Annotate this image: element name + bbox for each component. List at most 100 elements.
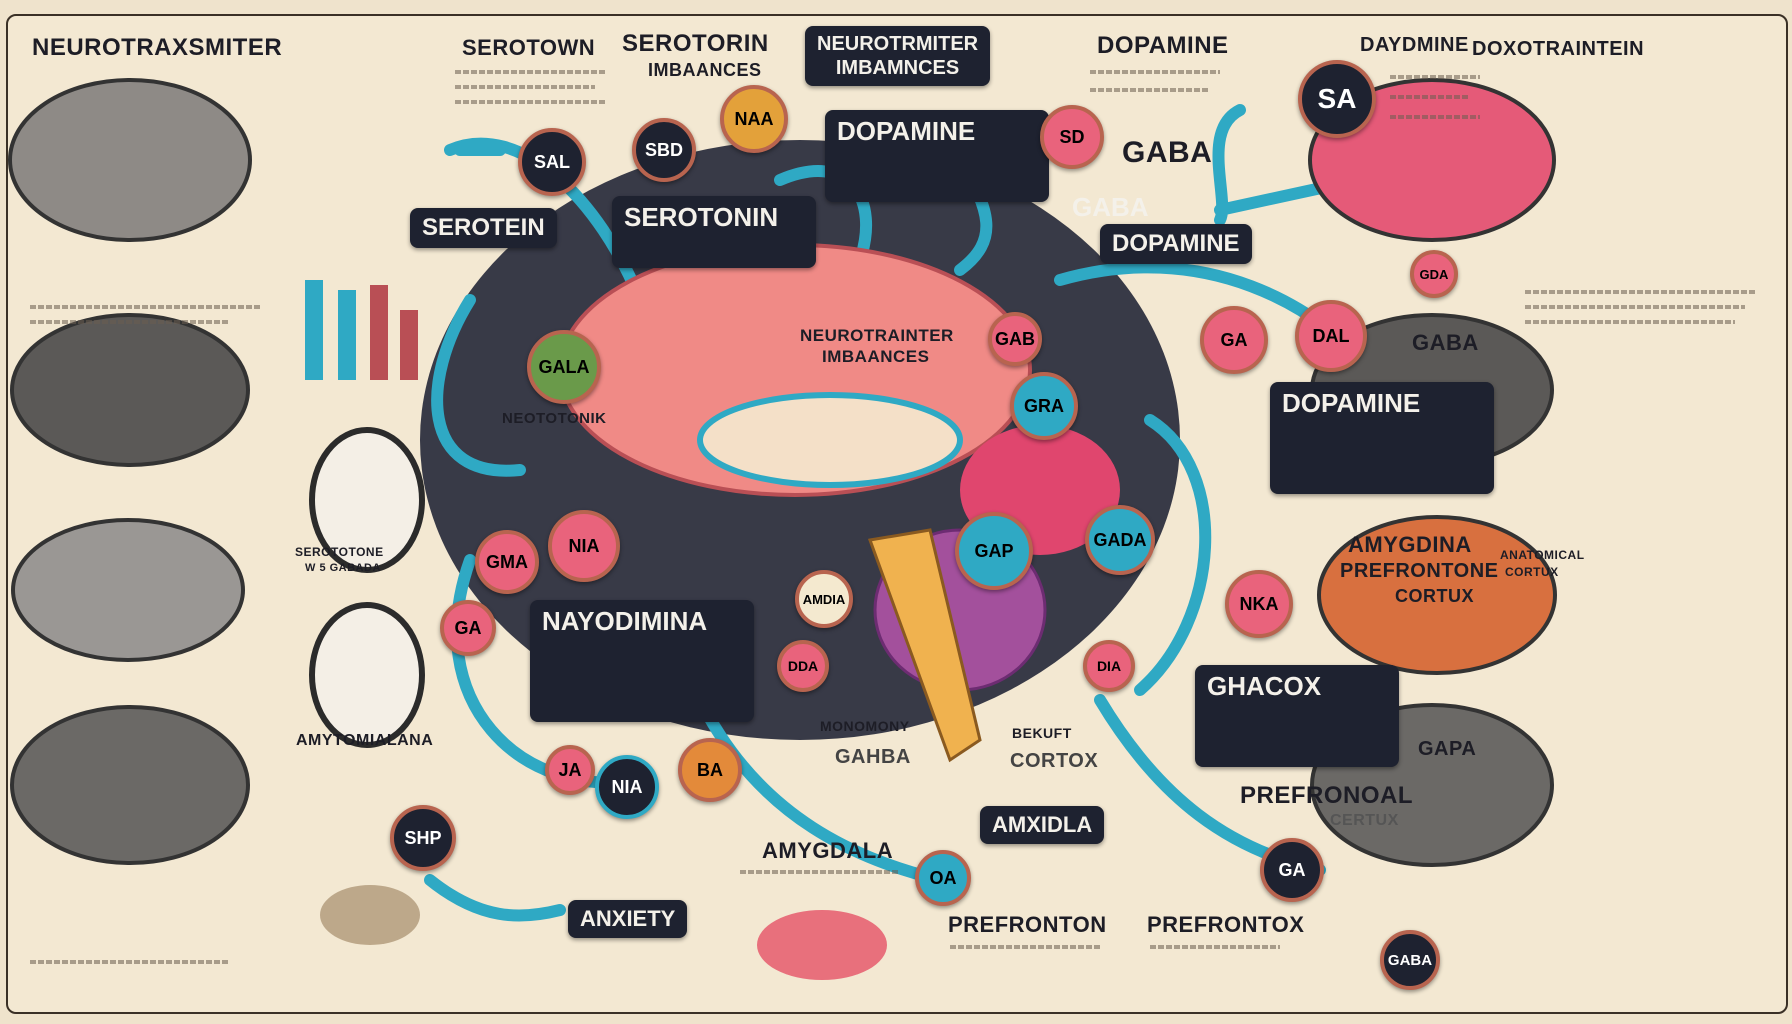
badge: GA (440, 600, 496, 656)
badge: SD (1040, 105, 1104, 169)
arrow (1134, 414, 1212, 696)
filler-text (455, 85, 595, 89)
tube (338, 290, 356, 380)
box-dopamine: DOPAMINE (825, 110, 1049, 202)
brain-sections (309, 427, 425, 748)
badge: SBD (632, 118, 696, 182)
brain-left-3 (11, 518, 245, 662)
amygdala-illustration (757, 910, 887, 980)
badge: DIA (1083, 640, 1135, 692)
label-gapa: GAPA (1418, 738, 1477, 760)
label-cortux-small: CORTUX (1505, 565, 1559, 579)
filler-text (1090, 88, 1210, 92)
box-dopamine-3: DOPAMINE (1270, 382, 1494, 494)
label-prefronoal: PREFRONOAL (1240, 782, 1413, 809)
label-prefrontox: PREFRONTOX (1147, 912, 1305, 937)
left-brains (8, 78, 252, 865)
label-gaba-right: GABA (1412, 330, 1479, 355)
filler-text (1390, 115, 1480, 119)
badge: GA (1260, 838, 1324, 902)
box-amxidla: AMXIDLA (980, 806, 1105, 844)
badge: DAL (1295, 300, 1367, 372)
label-amytomialana: AMYTOMIALANA (296, 732, 434, 749)
brain-left-4 (10, 705, 250, 865)
badge: SA (1298, 60, 1376, 138)
filler-text (30, 305, 260, 309)
label-cortux: CORTUX (1395, 586, 1474, 606)
filler-text (1525, 305, 1745, 309)
brain-section-1 (309, 427, 425, 573)
filler-text (455, 70, 605, 74)
box-dopamine-2: DOPAMINE (1100, 224, 1252, 264)
filler-text (1525, 290, 1755, 294)
badge: BA (678, 738, 742, 802)
label-prefronton: PREFRONTON (948, 912, 1107, 937)
label-prefrontone: PREFRONTONE (1340, 560, 1499, 582)
tube (305, 280, 323, 380)
filler-text (1390, 95, 1470, 99)
label-serotorin: SEROTORIN (622, 30, 769, 57)
label-anatomical: ANATOMICAL (1500, 548, 1585, 562)
badge: GALA (527, 330, 601, 404)
badge: SAL (518, 128, 586, 196)
badge: GDA (1410, 250, 1458, 298)
label-doxotraintein: DOXOTRAINTEIN (1472, 38, 1645, 60)
filler-text (1150, 945, 1280, 949)
tube (370, 285, 388, 380)
arrow (431, 294, 526, 477)
label-serotown: SEROTOWN (462, 35, 596, 60)
filler-text (455, 100, 605, 104)
filler-text (950, 945, 1100, 949)
box-serotein: SEROTEIN (410, 208, 557, 248)
tube (400, 310, 418, 380)
brain-left-2 (10, 313, 250, 467)
label-certux: CERTUX (1330, 812, 1399, 829)
badge: GAP (955, 512, 1033, 590)
brain-section-2 (309, 602, 425, 748)
label-serototone: SEROTOTONE (295, 545, 384, 559)
label-monomony: MONOMONY (820, 718, 910, 734)
title-box-line-1: NEUROTRMITER (817, 33, 979, 55)
badge: GA (1200, 306, 1268, 374)
label-gahba: GAHBA (835, 746, 911, 768)
brain-left-1 (8, 78, 252, 242)
corpus-callosum (697, 392, 963, 488)
badge: GRA (1010, 372, 1078, 440)
title-box-line-2: IMBAMNCES (835, 57, 960, 79)
badge: AMDIA (795, 570, 853, 628)
label-imbaances: IMBAANCES (648, 60, 762, 80)
label-gaba: GABA (1122, 136, 1213, 169)
brain-right-3 (1317, 515, 1557, 675)
badge: NKA (1225, 570, 1293, 638)
badge: DDA (777, 640, 829, 692)
badge: GABA (1380, 930, 1440, 990)
box-serotonin: SEROTONIN (612, 196, 816, 268)
badge: NIA (548, 510, 620, 582)
filler-text (1390, 75, 1480, 79)
filler-text (1090, 70, 1220, 74)
badge: NAA (720, 85, 788, 153)
label-cortox: CORTOX (1010, 750, 1099, 772)
box-ghacox: GHACOX (1195, 665, 1399, 767)
label-daydmine: DAYDMINE (1360, 34, 1469, 56)
box-nayodimina: NAYODIMINA (530, 600, 754, 722)
center-subtitle: IMBAANCES (822, 347, 930, 366)
badge: GADA (1085, 505, 1155, 575)
center-title: NEUROTRAINTER (800, 326, 954, 345)
filler-text (30, 320, 230, 324)
test-tubes (305, 280, 418, 380)
badge: NIA (595, 755, 659, 819)
label-amygdina: AMYGDINA (1348, 532, 1472, 557)
badge: JA (545, 745, 595, 795)
label-dopamine: DOPAMINE (1097, 32, 1229, 59)
label-bekuft: BEKUFT (1012, 725, 1072, 741)
label-amygdala: AMYGDALA (762, 838, 894, 863)
brainstem (867, 528, 982, 763)
filler-text (30, 960, 230, 964)
arrow (424, 874, 566, 922)
badge: SHP (390, 805, 456, 871)
label-neototonik: NEOTOTONIK (502, 410, 607, 427)
badge: OA (915, 850, 971, 906)
badge: GAB (988, 312, 1042, 366)
